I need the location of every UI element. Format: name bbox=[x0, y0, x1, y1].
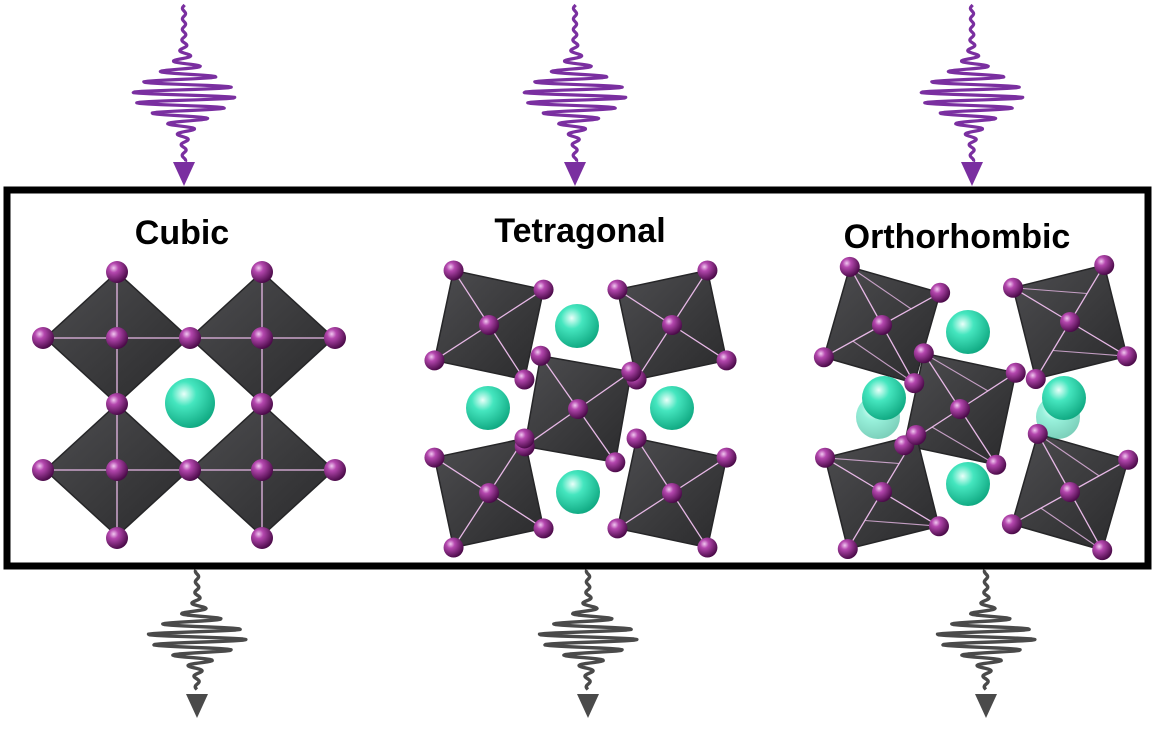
purple-atom-icon bbox=[1094, 255, 1115, 276]
purple-atom-icon bbox=[813, 347, 834, 368]
teal-atom-icon bbox=[466, 386, 510, 430]
purple-atom-icon bbox=[1116, 346, 1137, 367]
purple-atom-icon bbox=[1005, 362, 1026, 383]
purple-atom-icon bbox=[928, 516, 949, 537]
purple-atom-icon bbox=[324, 459, 346, 481]
purple-atom-icon bbox=[1118, 449, 1139, 470]
purple-atom-icon bbox=[1025, 368, 1046, 389]
purple-atom-icon bbox=[533, 518, 554, 539]
purple-atom-icon bbox=[950, 399, 970, 419]
phase-label-cubic: Cubic bbox=[135, 214, 229, 252]
purple-atom-icon bbox=[106, 261, 128, 283]
purple-atom-icon bbox=[986, 454, 1007, 475]
structures-layer bbox=[32, 255, 1139, 561]
purple-atom-icon bbox=[605, 452, 626, 473]
phase-label-orthorhombic: Orthorhombic bbox=[844, 218, 1071, 256]
purple-atom-icon bbox=[1060, 312, 1080, 332]
purple-atom-icon bbox=[1001, 514, 1022, 535]
purple-atom-icon bbox=[251, 327, 273, 349]
purple-atom-icon bbox=[424, 447, 445, 468]
teal-atom-icon bbox=[556, 470, 600, 514]
purple-atom-icon bbox=[607, 279, 628, 300]
purple-atom-icon bbox=[872, 315, 892, 335]
purple-atom-icon bbox=[251, 261, 273, 283]
purple-atom-icon bbox=[626, 428, 647, 449]
purple-atom-icon bbox=[106, 327, 128, 349]
teal-atom-icon bbox=[946, 462, 990, 506]
purple-atom-icon bbox=[106, 393, 128, 415]
purple-atom-icon bbox=[324, 327, 346, 349]
teal-atom-icon bbox=[650, 386, 694, 430]
purple-atom-icon bbox=[839, 256, 860, 277]
outgoing-pulse-icon bbox=[146, 568, 248, 718]
purple-atom-icon bbox=[906, 425, 927, 446]
orthorhombic-structure bbox=[813, 255, 1139, 561]
tetragonal-structure bbox=[424, 260, 737, 558]
purple-atom-icon bbox=[533, 279, 554, 300]
pulses-layer bbox=[131, 3, 1037, 718]
purple-atom-icon bbox=[251, 393, 273, 415]
purple-atom-icon bbox=[837, 538, 858, 559]
purple-atom-icon bbox=[251, 459, 273, 481]
purple-atom-icon bbox=[479, 483, 499, 503]
phase-label-tetragonal: Tetragonal bbox=[494, 212, 665, 250]
purple-atom-icon bbox=[662, 483, 682, 503]
purple-atom-icon bbox=[621, 361, 642, 382]
outgoing-pulse-icon bbox=[537, 568, 639, 718]
purple-atom-icon bbox=[424, 350, 445, 371]
teal-atom-icon bbox=[165, 378, 215, 428]
purple-atom-icon bbox=[697, 537, 718, 558]
incoming-pulse-icon bbox=[522, 3, 628, 186]
purple-atom-icon bbox=[930, 282, 951, 303]
purple-atom-icon bbox=[1027, 423, 1048, 444]
purple-atom-icon bbox=[106, 527, 128, 549]
purple-atom-icon bbox=[514, 428, 535, 449]
purple-atom-icon bbox=[443, 537, 464, 558]
purple-atom-icon bbox=[1003, 277, 1024, 298]
purple-atom-icon bbox=[530, 345, 551, 366]
purple-atom-icon bbox=[913, 343, 934, 364]
purple-atom-icon bbox=[1060, 482, 1080, 502]
purple-atom-icon bbox=[106, 459, 128, 481]
purple-atom-icon bbox=[443, 260, 464, 281]
purple-atom-icon bbox=[32, 327, 54, 349]
purple-atom-icon bbox=[568, 399, 588, 419]
teal-atom-icon bbox=[1042, 376, 1086, 420]
outgoing-pulse-icon bbox=[935, 568, 1037, 718]
cubic-structure bbox=[32, 261, 346, 549]
purple-atom-icon bbox=[716, 350, 737, 371]
purple-atom-icon bbox=[251, 527, 273, 549]
teal-atom-icon bbox=[946, 310, 990, 354]
purple-atom-icon bbox=[179, 459, 201, 481]
purple-atom-icon bbox=[815, 447, 836, 468]
teal-atom-icon bbox=[862, 376, 906, 420]
purple-atom-icon bbox=[479, 315, 499, 335]
incoming-pulse-icon bbox=[131, 3, 237, 186]
purple-atom-icon bbox=[716, 447, 737, 468]
purple-atom-icon bbox=[662, 315, 682, 335]
purple-atom-icon bbox=[904, 373, 925, 394]
purple-atom-icon bbox=[607, 518, 628, 539]
purple-atom-icon bbox=[32, 459, 54, 481]
purple-atom-icon bbox=[697, 260, 718, 281]
purple-atom-icon bbox=[514, 369, 535, 390]
purple-atom-icon bbox=[872, 482, 892, 502]
teal-atom-icon bbox=[555, 304, 599, 348]
incoming-pulse-icon bbox=[919, 3, 1025, 186]
purple-atom-icon bbox=[1092, 540, 1113, 561]
purple-atom-icon bbox=[179, 327, 201, 349]
